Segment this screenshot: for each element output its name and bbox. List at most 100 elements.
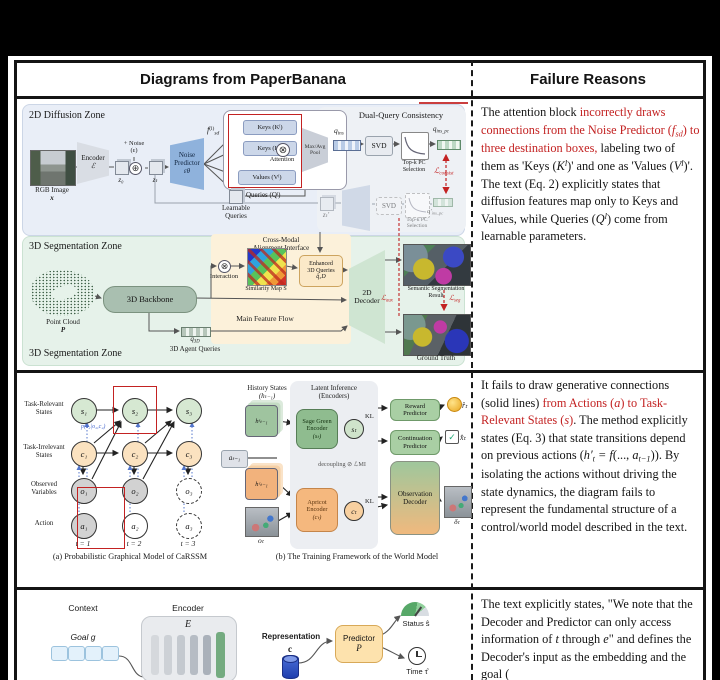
sage-green-encoder: Sage Green Encoder (sₜ) [296, 409, 338, 449]
scree-curve [404, 136, 426, 155]
header-left: Diagrams from PaperBanana [140, 71, 346, 88]
kl-label-bottom: KL [365, 498, 374, 505]
q3d-query-bar [181, 327, 211, 337]
zt-prime-cube [320, 197, 334, 211]
attention-label: Attention [269, 156, 295, 163]
caption-a: (a) Probabilistic Graphical Model of CaR… [52, 552, 208, 561]
header-separator [14, 96, 706, 99]
context-label: Context [68, 603, 98, 613]
encoder-bar-5 [203, 635, 211, 675]
history-stack-s: hˢₜ₋₁ [245, 405, 278, 437]
continuation-check-icon: ✓ [445, 430, 459, 444]
node-s2: s₂ [122, 398, 148, 424]
time-clock-icon [408, 647, 426, 665]
svd-box: SVD [365, 136, 393, 156]
qins-label: qins [334, 126, 344, 137]
fsd-feature-label: f(l)sd [207, 125, 220, 137]
point-cloud-hole [49, 282, 79, 303]
error-annotation-box-row1 [228, 114, 302, 188]
decoded-observation-image [444, 486, 472, 518]
zone-2d-label: 2D Diffusion Zone [29, 110, 105, 121]
agent-queries-label: 3D Agent Queries [169, 345, 221, 353]
failure-reason-2: It fails to draw generative connections … [481, 378, 688, 534]
topk-scree-box-faded [405, 193, 430, 218]
reward-coin-icon [447, 397, 462, 412]
qinspc-label: qins_pc [433, 125, 449, 135]
otimes-interaction-icon: ⊗ [218, 260, 231, 273]
faded-encoder-trapezoid [342, 185, 370, 231]
encoder-bar-2 [164, 635, 172, 675]
time-label: Time τ̂ [406, 667, 428, 676]
decoded-observation-label: δₜ [454, 517, 460, 526]
otimes-attention-icon: ⊗ [276, 143, 290, 157]
qinspc2-label: q′ins_pc [427, 208, 444, 216]
noise-predictor-trapezoid: Noise Predictor εθ [170, 138, 204, 190]
main-feature-flow-label: Main Feature Flow [236, 314, 294, 323]
failure-reason-3: The text explicitly states, "We note tha… [481, 597, 693, 680]
node-a1: a₁ [71, 513, 97, 539]
dual-query-title: Dual-Query Consistency [358, 110, 444, 120]
lseg-label: ℒseg [449, 294, 461, 304]
encoder-bar-3 [177, 635, 185, 675]
decoupling-label: decoupling ⊘ ℒMI [318, 461, 366, 468]
oplus-icon: ⊕ [129, 162, 142, 175]
representation-cylinder [282, 655, 299, 679]
ground-truth-caption: Ground Truth [416, 354, 456, 362]
continuation-output-label: x̂ₜ [460, 433, 466, 442]
node-s1: s₁ [71, 398, 97, 424]
node-a3: a₃ [176, 513, 202, 539]
rgb-image-caption: RGB Image x [35, 186, 69, 202]
error-annotation-a1 [77, 487, 125, 549]
node-s3: s₃ [176, 398, 202, 424]
error-annotation-s2 [113, 386, 157, 434]
laux-label: ℒaux [381, 294, 393, 304]
reward-output-label: r̂ₜ [462, 401, 468, 410]
goal-token-3 [85, 646, 102, 661]
enhanced-queries-box: Enhanced 3D Queries q̂₃D [299, 255, 343, 287]
goal-token-4 [102, 646, 119, 661]
row-separator-2 [14, 587, 706, 590]
qins-query-bar [333, 140, 361, 151]
row-label-action: Action [34, 520, 54, 527]
encoder-bar-4 [190, 635, 198, 675]
node-o3: o₃ [176, 478, 202, 504]
svd-box-faded: SVD [376, 197, 402, 215]
latent-inference-label: Latent Inference(Encoders) [310, 384, 358, 400]
column-divider-dashed [471, 60, 473, 680]
header-right: Failure Reasons [530, 71, 646, 88]
queries-label: Queries (Qˡ) [246, 191, 281, 199]
qinspc2-query-bar [433, 198, 453, 207]
action-prev-box: aₜ₋₁ [221, 450, 248, 468]
node-a2: a₂ [122, 513, 148, 539]
noise-label: + Noise(ε) [123, 140, 145, 155]
zt-prime-label: zₜ′ [322, 211, 330, 219]
zone-3d-label-bottom: 3D Segmentation Zone [29, 348, 122, 359]
lconsist-label: ℒconsist [434, 166, 454, 177]
time-label-2: t = 2 [126, 539, 142, 548]
goal-token-2 [68, 646, 85, 661]
representation-var: c [288, 644, 292, 654]
similarity-heatmap [247, 248, 287, 286]
z0-latent-cube [115, 161, 129, 175]
backbone-box: 3D Backbone [103, 286, 197, 313]
row-separator-1 [14, 370, 706, 373]
zt-latent-cube [149, 161, 163, 175]
encoder-bar-green [216, 632, 225, 678]
status-gauge-icon [401, 602, 429, 616]
similarity-map-label: Similarity Map S [245, 286, 287, 292]
cross-modal-label: Cross-ModalAlignment Interface [253, 236, 310, 252]
goal-token-1 [51, 646, 68, 661]
representation-label: Representation [261, 632, 321, 641]
zone-3d-label-top: 3D Segmentation Zone [29, 241, 122, 252]
encoder-bar-1 [151, 635, 159, 675]
interaction-label: Interaction [209, 273, 239, 280]
